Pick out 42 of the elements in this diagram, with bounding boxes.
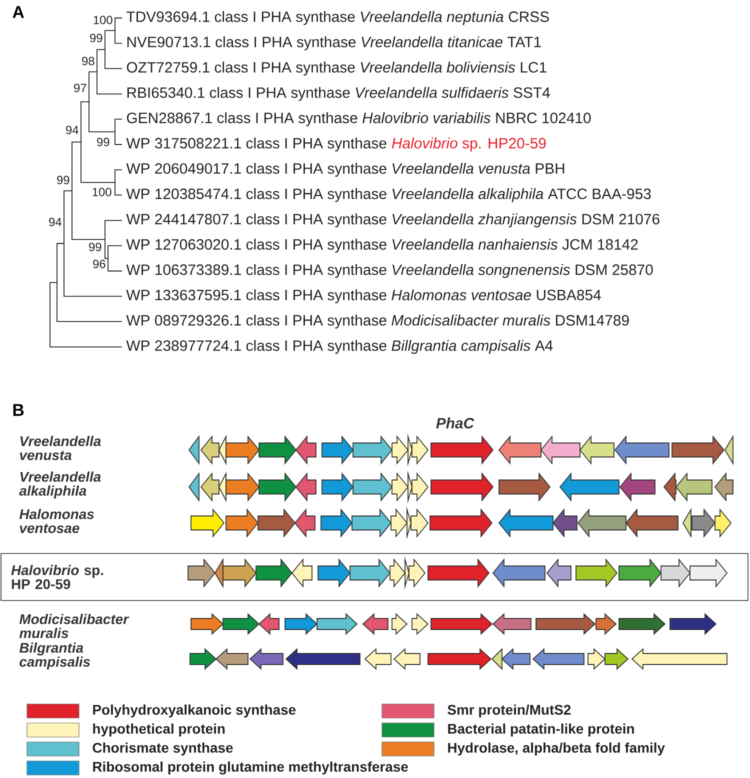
panel-letter: A	[12, 6, 24, 18]
legend-label: Ribosomal protein glutamine methyltransferase	[93, 761, 408, 775]
leaf-label: WP 206049017.1 class I PHA synthase Vreelandella venusta PBH	[126, 162, 564, 177]
legend-label: Chorismate synthase	[92, 742, 233, 756]
leaf-label: WP 317508221.1 class I PHA synthase	[126, 138, 386, 152]
legend-label: Bacterial patatin-like protein	[448, 724, 634, 736]
bootstrap-value: 99	[90, 34, 102, 42]
panel-letter: B	[13, 404, 24, 416]
bootstrap-value: 99	[97, 138, 110, 146]
leaf-label: WP 238977724.1 class I PHA synthase Billgrantia campisalis A4	[126, 340, 553, 354]
leaf-label: OZT72759.1 class I PHA synthase Vreelandella boliviensis LC1	[126, 62, 546, 76]
bootstrap-value: 100	[92, 188, 112, 196]
bootstrap-value: 96	[93, 260, 106, 268]
gene-label: PhaC	[436, 418, 474, 428]
bootstrap-value: 94	[66, 126, 78, 134]
leaf-label: WP 244147807.1 class I PHA synthase Vreelandella zhanjiangensis DSM 21076	[126, 213, 660, 228]
leaf-label: TDV93694.1 class I PHA synthase Vreelandella neptunia CRSS	[126, 11, 549, 25]
leaf-label: WP 120385474.1 class I PHA synthase Vreelandella alkaliphila ATCC BAA-953	[126, 188, 651, 202]
species-label: Halomonas ventosae	[19, 508, 94, 534]
bootstrap-value: 98	[82, 56, 94, 66]
leaf-label: WP 089729326.1 class I PHA synthase Modicisalibacter muralis DSM14789	[126, 314, 629, 329]
leaf-label: Halovibrio sp. HP20-59	[392, 138, 546, 152]
bootstrap-value: 99	[89, 242, 102, 252]
species-label: Modicisalibacter muralis	[19, 614, 130, 638]
leaf-label: WP 127063020.1 class I PHA synthase Vreelandella nanhaiensis JCM 18142	[126, 238, 638, 253]
bootstrap-value: 97	[74, 84, 86, 92]
bootstrap-value: 99	[57, 176, 70, 184]
highlight-band: Halovibrio sp. HP 20-59	[0, 553, 748, 601]
species-label: Bilgrantia campisalis	[19, 642, 90, 670]
legend-label: Polyhydroxyalkanoic synthase	[93, 704, 296, 718]
legend-label: Smr protein/MutS2	[448, 704, 571, 718]
species-label: Vreelandella venusta	[20, 436, 101, 460]
leaf-label: WP 106373389.1 class I PHA synthase Vreelandella songnenensis DSM 25870	[126, 264, 653, 278]
legend-label: Hydrolase, alpha/beta fold family	[448, 742, 665, 756]
leaf-label: NVE90713.1 class I PHA synthase Vreelandella titanicae TAT1	[127, 36, 541, 50]
bootstrap-value: 94	[49, 218, 62, 226]
legend-label: hypothetical protein	[93, 724, 225, 736]
bootstrap-value: 100	[94, 16, 112, 24]
leaf-label: WP 133637595.1 class I PHA synthase Halomonas ventosae USBA854	[126, 289, 601, 304]
leaf-label: GEN28867.1 class I PHA synthase Halovibrio variabilis NBRC 102410	[126, 112, 591, 126]
leaf-label: RBI65340.1 class I PHA synthase Vreelandella sulfidaeris SST4	[127, 86, 550, 101]
species-label: Vreelandella alkaliphila	[19, 472, 101, 498]
